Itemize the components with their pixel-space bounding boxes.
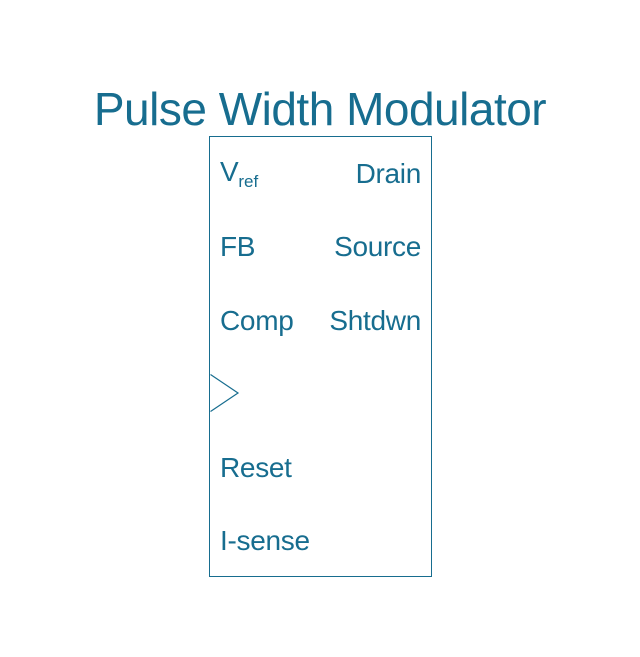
pin-label-drain: Drain bbox=[355, 158, 422, 189]
pin-label-isense: I-sense bbox=[220, 525, 310, 556]
pin-label-reset: Reset bbox=[220, 452, 292, 483]
pin-label-comp: Comp bbox=[220, 305, 294, 336]
pin-label-source: Source bbox=[334, 231, 421, 262]
diagram-title: Pulse Width Modulator bbox=[93, 83, 547, 135]
pwm-component-box: Vref Drain FB Source Comp Shtdwn Reset I… bbox=[209, 136, 432, 577]
clock-input-icon bbox=[210, 374, 240, 412]
pin-label-vref-main: V bbox=[220, 156, 239, 187]
pin-row-2: FB Source bbox=[210, 227, 431, 267]
pin-label-shtdwn: Shtdwn bbox=[329, 305, 421, 336]
pin-row-6: I-sense bbox=[210, 521, 431, 561]
pin-row-5: Reset bbox=[210, 448, 431, 488]
pin-label-fb: FB bbox=[220, 231, 256, 262]
pin-label-vref-subscript: ref bbox=[238, 172, 259, 191]
pin-label-vref: Vref bbox=[220, 156, 258, 192]
pin-row-3: Comp Shtdwn bbox=[210, 301, 431, 341]
pin-row-1: Vref Drain bbox=[210, 154, 431, 194]
